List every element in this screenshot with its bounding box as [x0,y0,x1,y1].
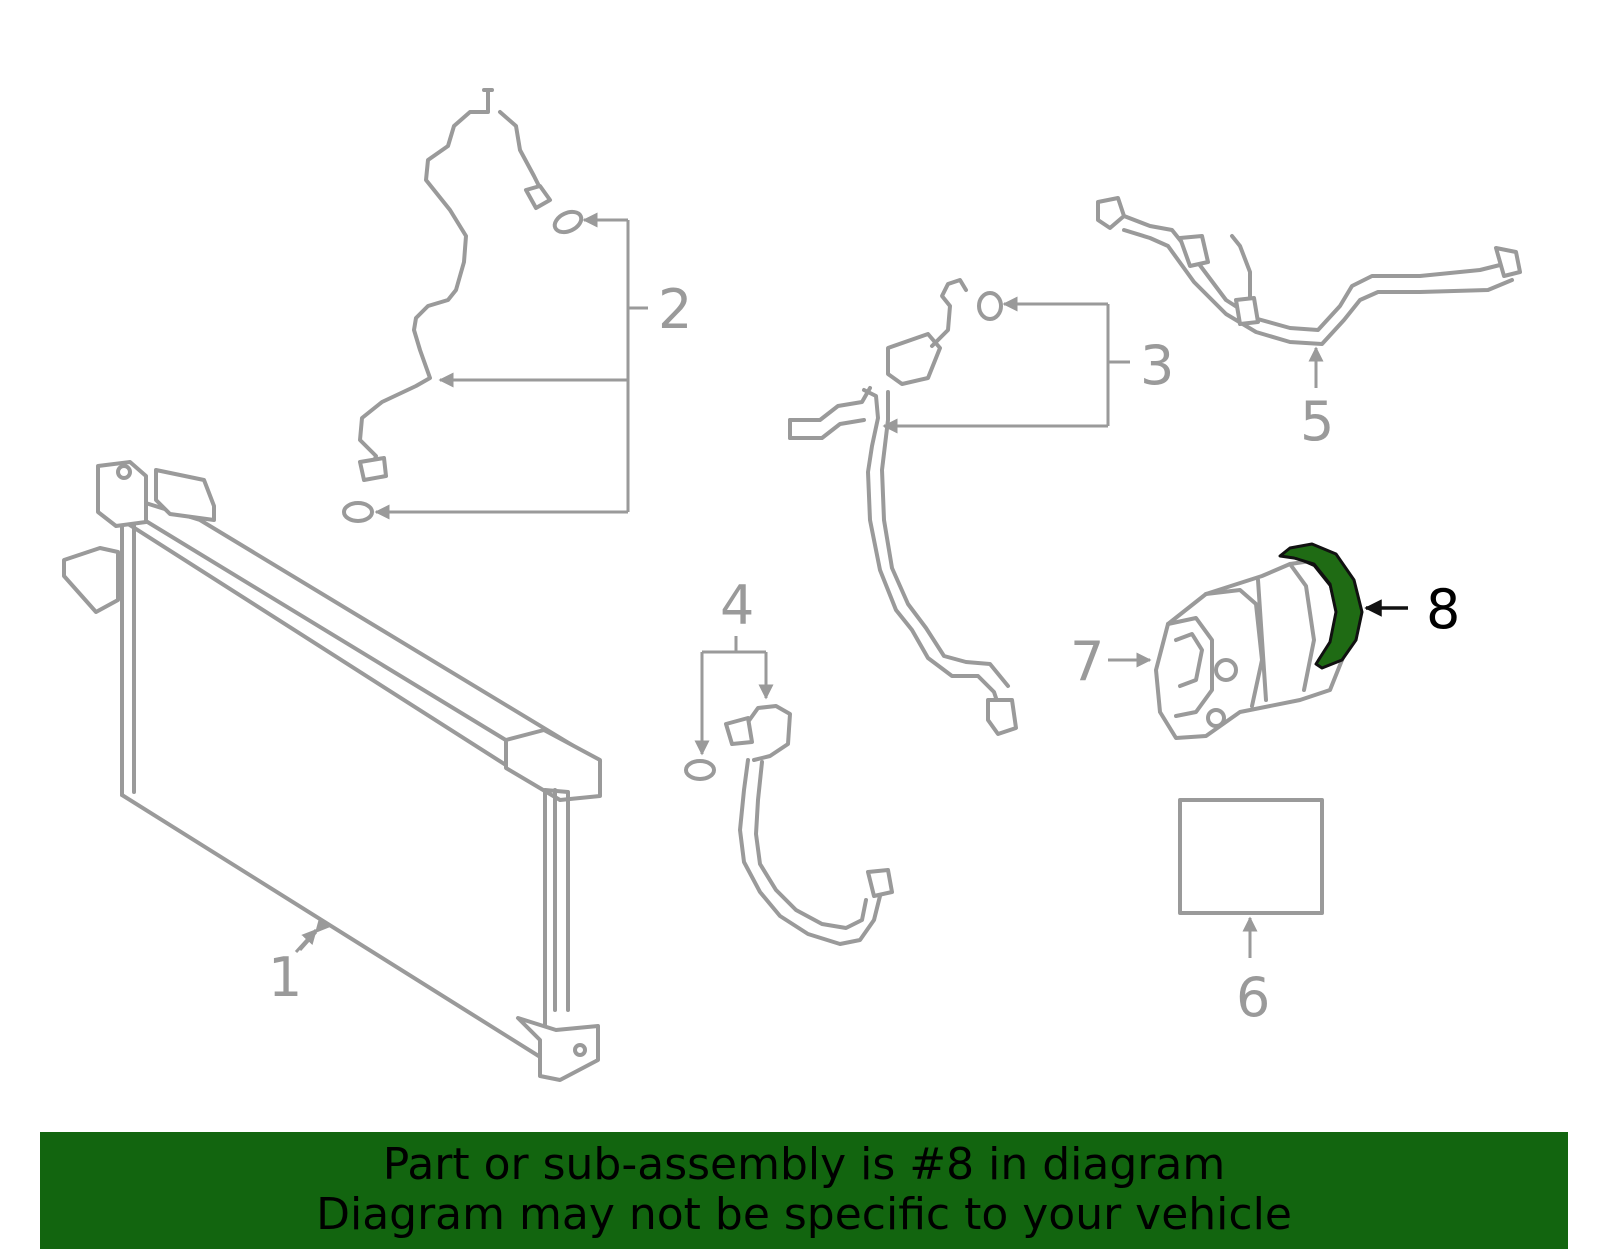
condenser-part-1 [62,460,602,1082]
hose-assembly-part-3 [788,278,1018,736]
callout-8: 8 [1426,578,1460,641]
pipe-assembly-part-2 [342,88,584,523]
callout-2: 2 [658,278,692,341]
callout-7: 7 [1070,630,1104,693]
banner-line-disclaimer: Diagram may not be specific to your vehi… [316,1189,1292,1240]
callout-1: 1 [268,946,302,1009]
banner-line-part-number: Part or sub-assembly is #8 in diagram [382,1139,1226,1190]
compressor-part-7 [1154,558,1352,740]
leader-lines [294,212,1408,958]
callout-5: 5 [1300,390,1334,453]
callout-3: 3 [1140,334,1174,397]
callout-4: 4 [720,574,754,637]
hose-part-4 [684,704,894,946]
label-part-6 [1178,798,1324,915]
info-banner: Part or sub-assembly is #8 in diagram Di… [40,1132,1568,1249]
clutch-pulley-part-8 [1278,542,1364,670]
callout-6: 6 [1236,966,1270,1029]
pipe-part-5 [1096,196,1522,346]
